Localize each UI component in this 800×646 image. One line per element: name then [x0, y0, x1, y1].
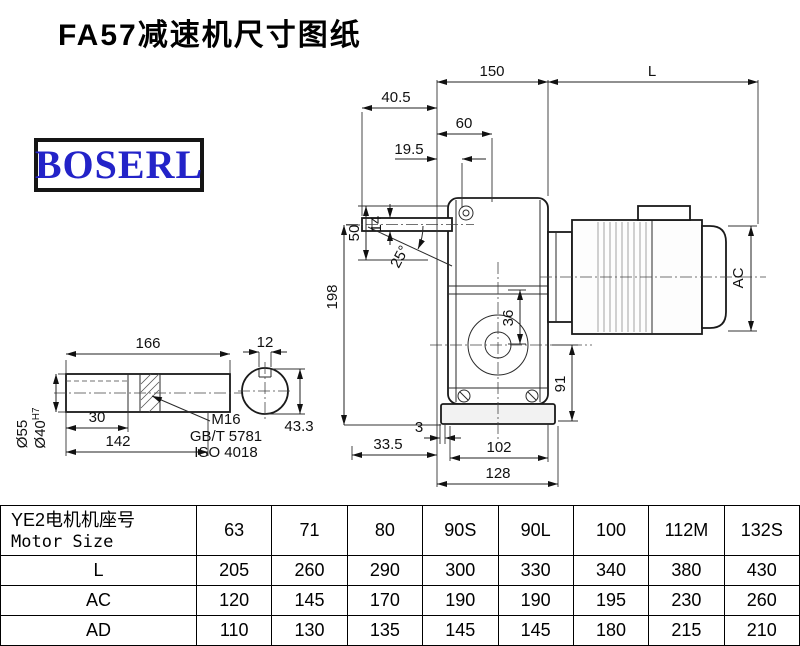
- motor-size-col-6: 100: [572, 505, 650, 556]
- table-cell: 145: [497, 615, 574, 646]
- gear-circle: [467, 314, 529, 376]
- label-gb-standard: GB/T 5781: [190, 428, 262, 445]
- dim-label-43-3: 43.3: [284, 418, 313, 435]
- shaft-detail-view: 166 30 142 Ø55 Ø40H7 M16 GB/T 5781 ISO 4…: [14, 335, 262, 461]
- table-cell: 260: [723, 585, 800, 616]
- dim-label-166: 166: [135, 335, 160, 352]
- page-title: FA57减速机尺寸图纸: [58, 19, 362, 52]
- table-cell: 170: [346, 585, 424, 616]
- dim-label-142: 142: [105, 433, 130, 450]
- dim-label-30: 30: [89, 409, 106, 426]
- dim-label-25deg: 25°: [387, 243, 413, 271]
- motor-size-col-1: 63: [195, 505, 273, 556]
- dim-label-150: 150: [479, 63, 504, 80]
- table-row-AC: AC 120 145 170 190 190 195 230 260: [0, 585, 800, 616]
- row-label-L: L: [0, 555, 197, 586]
- label-m16: M16: [211, 411, 240, 428]
- table-cell: 380: [648, 555, 725, 586]
- motor-size-col-7: 112M: [648, 505, 725, 556]
- boserl-logo-text: BOSERL: [34, 142, 204, 187]
- dim-label-33-5: 33.5: [373, 436, 402, 453]
- table-cell: 340: [572, 555, 650, 586]
- terminal-box: [637, 205, 691, 221]
- row-label-AC: AC: [0, 585, 197, 616]
- bottom-dimensions: 3 33.5 102 128: [351, 419, 559, 487]
- dim-label-128: 128: [485, 465, 510, 482]
- table-cell: 120: [195, 585, 273, 616]
- dim-label-14: 14: [368, 216, 385, 233]
- table-cell: 110: [195, 615, 273, 646]
- dim-label-12: 12: [257, 334, 274, 351]
- table-cell: 190: [497, 585, 574, 616]
- motor-size-col-2: 71: [271, 505, 348, 556]
- table-cell: 130: [271, 615, 348, 646]
- dim-label-dia40: Ø40H7: [31, 407, 49, 449]
- table-cell: 145: [271, 585, 348, 616]
- dim-label-L: L: [648, 63, 656, 80]
- table-row-header: YE2电机机座号 Motor Size 63 71 80 90S 90L 100…: [0, 505, 800, 556]
- ac-dimension: AC: [728, 225, 757, 332]
- dim-label-3: 3: [415, 419, 423, 436]
- fan-cover: [701, 225, 727, 329]
- inner-dimensions: 36 91: [500, 289, 578, 422]
- table-cell: 330: [497, 555, 574, 586]
- shaft-section-view: 12 43.3: [238, 334, 314, 435]
- dim-label-91: 91: [552, 376, 569, 393]
- motor-size-header-en: Motor Size: [11, 532, 114, 552]
- angle-line: [367, 226, 453, 267]
- motor-size-col-4: 90S: [422, 505, 499, 556]
- table-cell: 215: [648, 615, 725, 646]
- dim-label-AC: AC: [730, 267, 747, 288]
- boserl-logo: BOSERL: [34, 138, 204, 192]
- label-iso-standard: ISO 4018: [194, 444, 257, 461]
- dim-label-60: 60: [456, 115, 473, 132]
- dim-label-dia55: Ø55: [14, 420, 31, 448]
- table-row-L: L 205 260 290 300 330 340 380 430: [0, 555, 800, 586]
- table-cell: 180: [572, 615, 650, 646]
- table-cell: 205: [195, 555, 273, 586]
- dim-label-36: 36: [500, 310, 517, 327]
- table-cell: 210: [723, 615, 800, 646]
- table-cell: 260: [271, 555, 348, 586]
- table-cell: 145: [422, 615, 499, 646]
- motor-size-header-cell: YE2电机机座号 Motor Size: [0, 505, 197, 556]
- dim-label-198: 198: [324, 284, 341, 309]
- motor-size-col-3: 80: [346, 505, 424, 556]
- size-table: YE2电机机座号 Motor Size 63 71 80 90S 90L 100…: [0, 505, 800, 646]
- table-cell: 290: [346, 555, 424, 586]
- dim-label-50: 50: [346, 225, 363, 242]
- top-dimensions: 150 L 40.5 60 19.5: [361, 63, 759, 487]
- technical-drawing: 150 L 40.5 60 19.5 50 14 198 25°: [14, 63, 766, 487]
- table-cell: 430: [723, 555, 800, 586]
- motor-size-header-cn: YE2电机机座号: [11, 509, 136, 530]
- table-row-AD: AD 110 130 135 145 145 180 215 210: [0, 615, 800, 646]
- table-cell: 195: [572, 585, 650, 616]
- dim-label-102: 102: [486, 439, 511, 456]
- table-cell: 190: [422, 585, 499, 616]
- motor: [540, 205, 766, 335]
- row-label-AD: AD: [0, 615, 197, 646]
- dim-label-40-5: 40.5: [381, 89, 410, 106]
- table-cell: 300: [422, 555, 499, 586]
- table-cell: 230: [648, 585, 725, 616]
- dim-label-19-5: 19.5: [394, 141, 423, 158]
- motor-size-col-8: 132S: [723, 505, 800, 556]
- left-dimensions: 50 14 198 25°: [324, 204, 448, 426]
- motor-size-col-5: 90L: [497, 505, 574, 556]
- table-cell: 135: [346, 615, 424, 646]
